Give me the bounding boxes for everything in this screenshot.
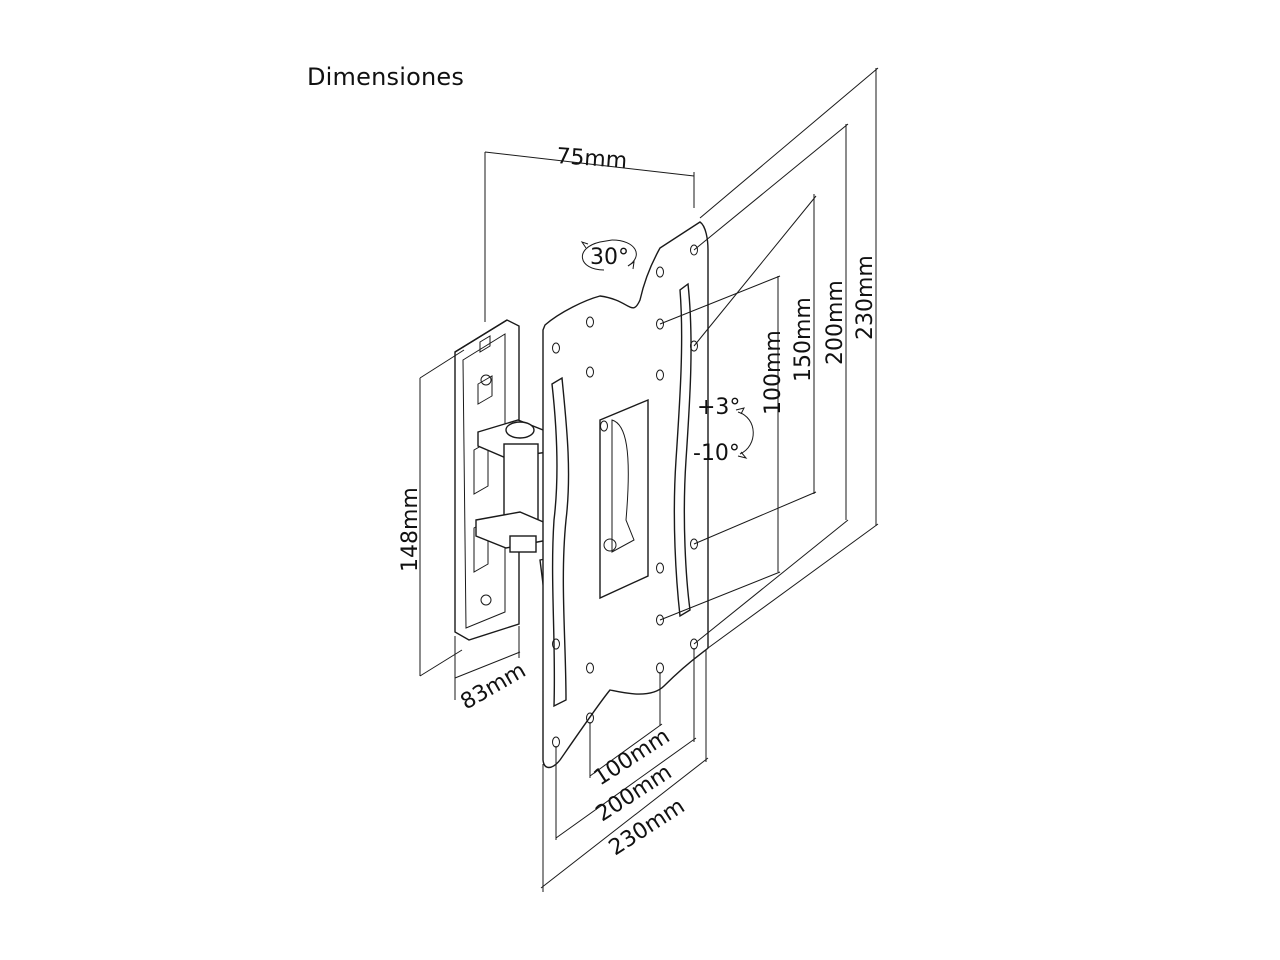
- dim-vertical-150mm: 150mm: [791, 297, 816, 382]
- dim-vertical-100mm: 100mm: [761, 330, 786, 415]
- tv-bracket-plate: [542, 221, 709, 769]
- swivel-label: 30°: [590, 245, 629, 270]
- swivel-indicator: 30°: [580, 239, 637, 271]
- wall-plate: [454, 319, 520, 641]
- tilt-indicator: +3° -10°: [693, 395, 754, 466]
- dim-75mm-label: 75mm: [556, 144, 628, 174]
- tilt-down-label: -10°: [693, 441, 740, 466]
- dim-vertical-200mm: 200mm: [823, 280, 848, 365]
- vertical-dimensions: 100mm 150mm 200mm 230mm: [659, 67, 879, 649]
- dimension-75mm: 75mm: [484, 144, 695, 322]
- dim-148mm-label: 148mm: [398, 487, 423, 572]
- dim-83mm-label: 83mm: [457, 658, 531, 715]
- tilt-up-label: +3°: [697, 395, 740, 420]
- page-title: Dimensiones: [307, 63, 465, 91]
- dim-vertical-230mm: 230mm: [853, 255, 878, 340]
